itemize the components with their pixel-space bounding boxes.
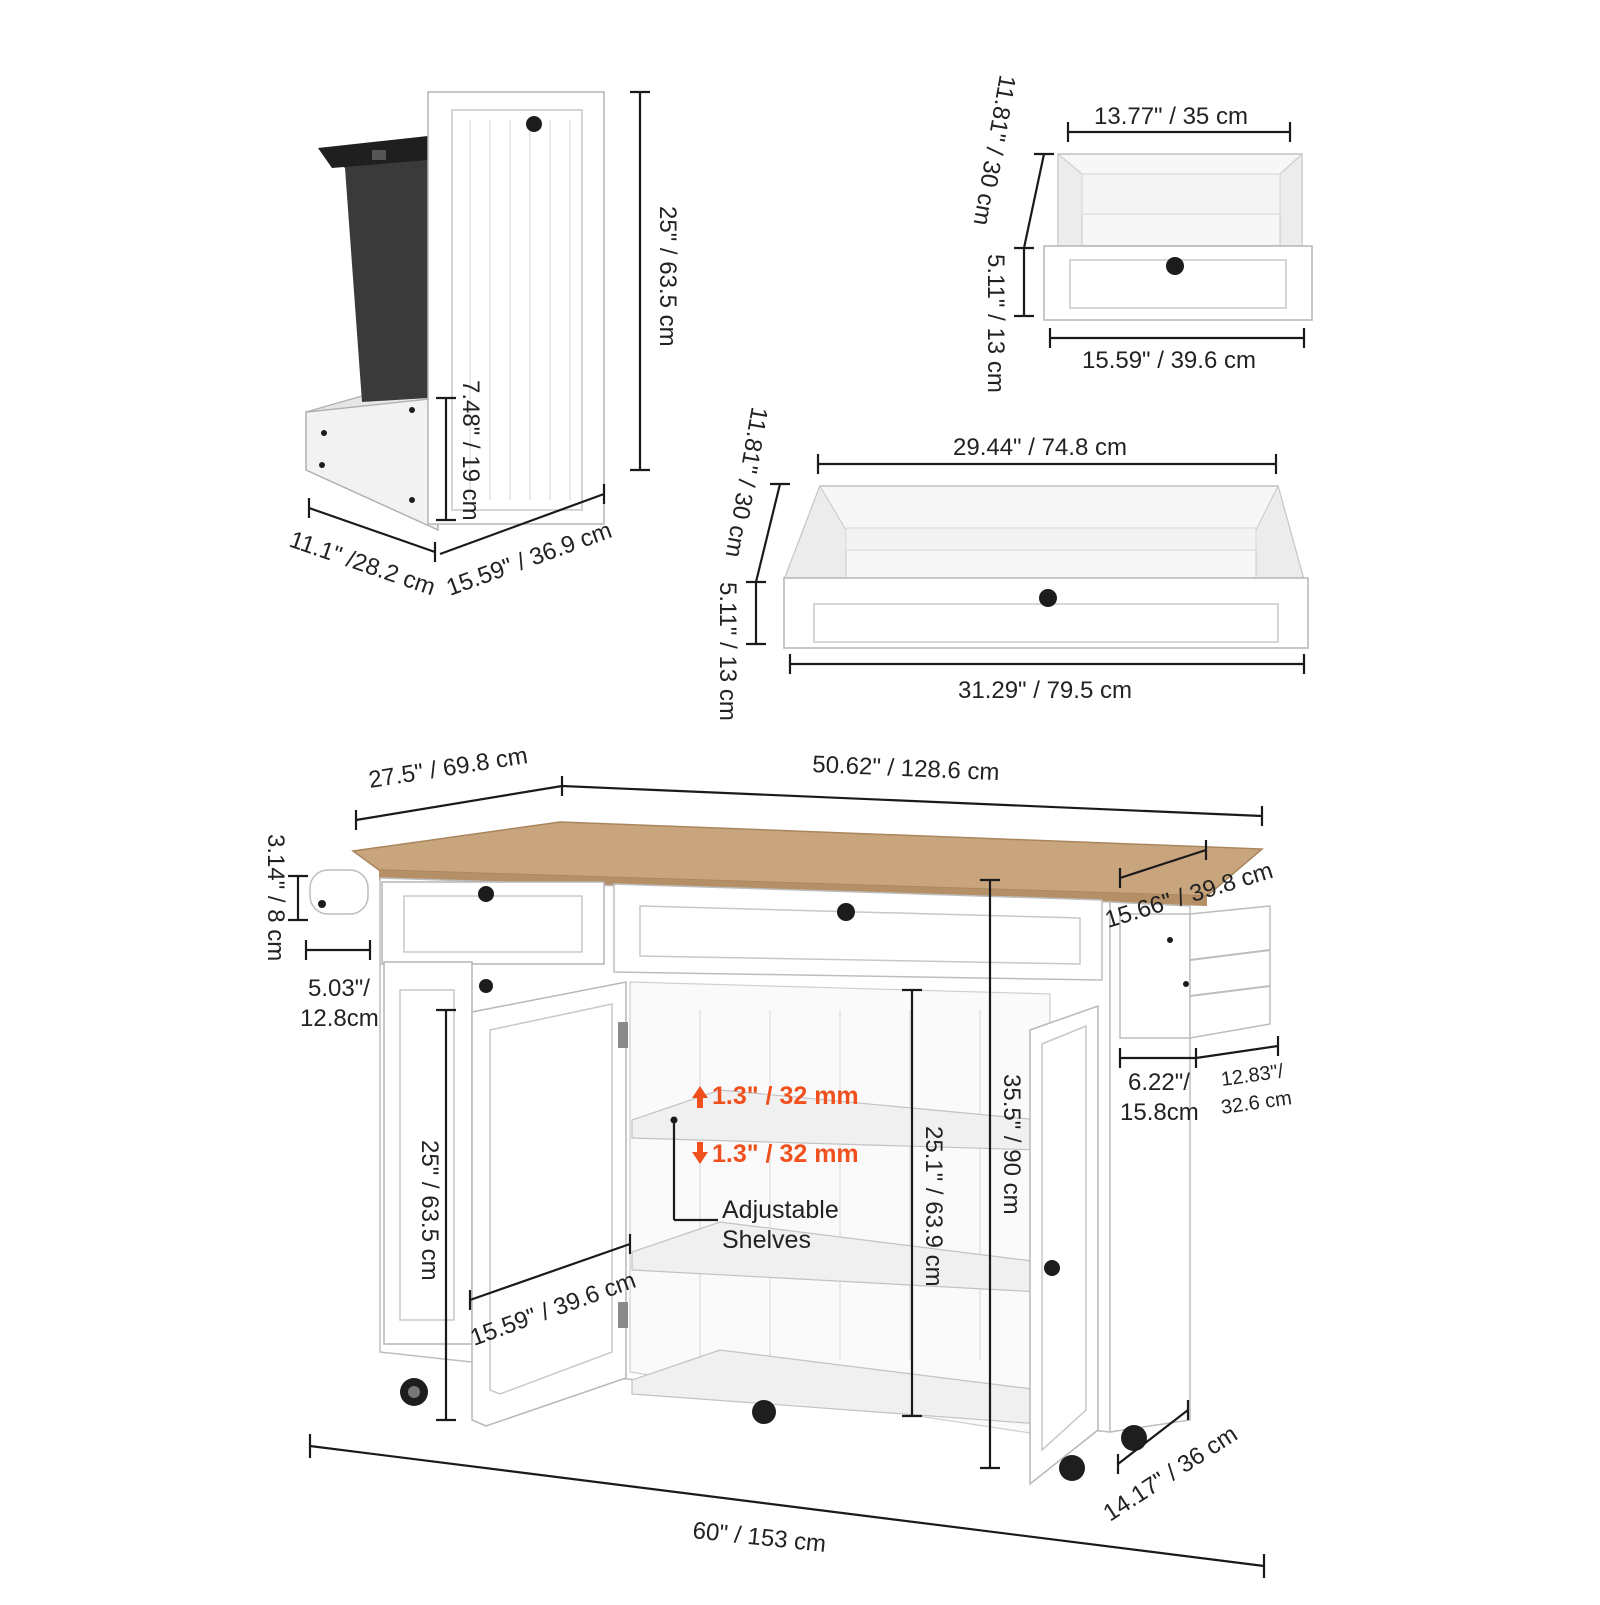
trash-cabinet-base-height-label: 7.48" / 19 cm bbox=[457, 380, 484, 521]
shelf-adjust-down-label: 1.3" / 32 mm bbox=[712, 1140, 859, 1168]
island-dimension-lines bbox=[288, 776, 1280, 1578]
total-height-label: 35.5" / 90 cm bbox=[998, 1074, 1025, 1215]
shelf-adjust-up: 1.3" / 32 mm bbox=[692, 1082, 859, 1110]
left-door bbox=[471, 981, 627, 1427]
small-drawer-height-label: 5.11" / 13 cm bbox=[982, 254, 1009, 393]
shelf-adjust-down: 1.3" / 32 mm bbox=[692, 1140, 859, 1168]
island-top-width-label: 50.62" / 128.6 cm bbox=[812, 751, 1000, 786]
shelf-adjust-up-label: 1.3" / 32 mm bbox=[712, 1082, 859, 1110]
spice-rack-width-line2: 32.6 cm bbox=[1220, 1087, 1294, 1119]
side-cabinet-height-label: 25" / 63.5 cm bbox=[416, 1140, 443, 1281]
large-drawer-illustration bbox=[782, 484, 1309, 649]
small-drawer-dimension-lines bbox=[1014, 122, 1306, 348]
trash-cabinet-height-label: 25" / 63.5 cm bbox=[654, 206, 681, 347]
towel-rack-depth-line2: 12.8cm bbox=[300, 1005, 379, 1032]
knob-icon bbox=[1166, 257, 1184, 275]
spice-rack-depth-line2: 15.8cm bbox=[1120, 1099, 1199, 1126]
spice-rack-depth-line1: 6.22"/ bbox=[1128, 1069, 1190, 1096]
countertop bbox=[351, 821, 1264, 897]
knob-icon bbox=[1044, 1260, 1060, 1276]
adjustable-shelves-line2: Shelves bbox=[722, 1226, 811, 1254]
trash-cabinet-depth-label: 11.1" /28.2 cm bbox=[286, 526, 439, 601]
down-arrow-icon bbox=[692, 1142, 708, 1164]
trash-cabinet-width-label: 15.59" / 36.9 cm bbox=[443, 517, 616, 602]
small-drawer-depth-label: 11.81" / 30 cm bbox=[968, 73, 1021, 228]
caster-wheel-icon bbox=[400, 1378, 1147, 1481]
kitchen-island-illustration bbox=[309, 821, 1271, 1486]
island-top-left-width-label: 27.5" / 69.8 cm bbox=[367, 742, 530, 794]
knob-icon bbox=[526, 116, 542, 132]
large-drawer-depth-label: 11.81" / 30 cm bbox=[720, 405, 773, 560]
interior-height-label: 25.1" / 63.9 cm bbox=[920, 1126, 947, 1287]
adjustable-shelves-line1: Adjustable bbox=[722, 1196, 839, 1224]
large-drawer-dimension-lines bbox=[746, 454, 1306, 674]
spice-rack-width-line1: 12.83"/ bbox=[1220, 1060, 1286, 1091]
small-drawer-inner-width-label: 13.77" / 35 cm bbox=[1094, 103, 1248, 130]
knob-icon bbox=[478, 886, 494, 902]
knob-icon bbox=[837, 903, 855, 921]
total-width-label: 60" / 153 cm bbox=[691, 1517, 827, 1558]
large-drawer-outer-width-label: 31.29" / 79.5 cm bbox=[958, 677, 1132, 704]
towel-rack bbox=[309, 869, 369, 915]
trash-cabinet-illustration bbox=[305, 91, 605, 532]
large-drawer-height-label: 5.11" / 13 cm bbox=[714, 582, 741, 721]
body-depth-label: 14.17" / 36 cm bbox=[1099, 1421, 1243, 1527]
right-door bbox=[1029, 1004, 1099, 1486]
small-drawer-outer-width-label: 15.59" / 39.6 cm bbox=[1082, 347, 1256, 374]
trash-bin bbox=[318, 136, 428, 402]
towel-rack-depth-line1: 5.03"/ bbox=[308, 975, 370, 1002]
large-drawer-inner-width-label: 29.44" / 74.8 cm bbox=[953, 434, 1127, 461]
up-arrow-icon bbox=[692, 1086, 708, 1108]
small-drawer-illustration bbox=[1043, 152, 1313, 321]
knob-icon bbox=[1039, 589, 1057, 607]
spice-rack bbox=[1119, 913, 1191, 1039]
trash-cabinet-dimension-lines bbox=[307, 90, 650, 562]
towel-rack-height-label: 3.14" / 8 cm bbox=[262, 834, 289, 961]
